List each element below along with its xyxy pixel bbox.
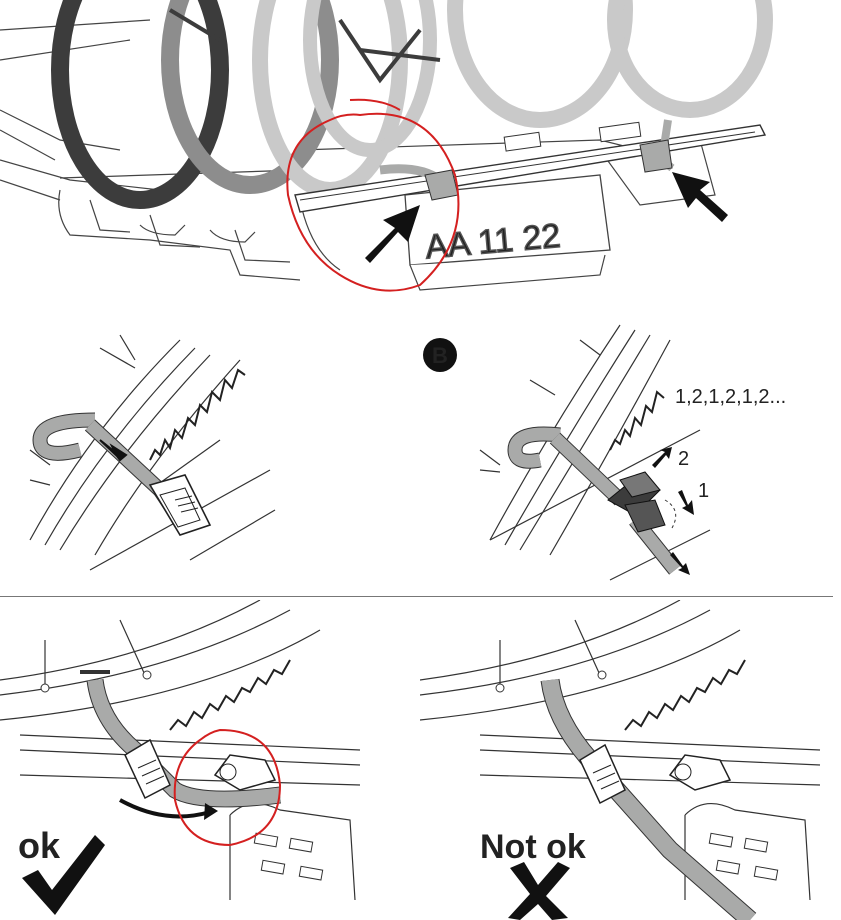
license-plate: AA 11 22 — [404, 174, 611, 267]
buckle — [579, 743, 626, 805]
section-divider — [0, 596, 833, 597]
strap-tighten-panel — [0, 300, 420, 590]
strap — [32, 412, 187, 525]
arrow-icon — [365, 205, 420, 263]
arrow-icon — [204, 803, 218, 820]
arrow-icon — [672, 172, 728, 222]
check-icon — [22, 835, 105, 915]
strap-buckle-right — [639, 119, 675, 173]
ratchet-illustration: B — [423, 324, 786, 581]
ok-example-illustration: ok — [0, 600, 361, 915]
arrow-label-2: 2 — [678, 448, 689, 470]
arrow-icon — [652, 447, 672, 468]
highlight-circle — [286, 98, 460, 292]
strap-clip — [213, 754, 277, 791]
step-badge: B — [423, 338, 457, 372]
not-ok-example-panel: Not ok — [420, 600, 841, 920]
strap — [540, 678, 757, 920]
ratchet-buckle — [607, 471, 677, 533]
arrow-icon — [99, 439, 128, 462]
not-ok-example-illustration: Not ok — [420, 600, 821, 920]
buckle — [148, 474, 212, 536]
arrow-icon — [670, 552, 690, 575]
ratchet-panel: B — [420, 300, 841, 590]
cross-icon — [508, 862, 570, 920]
strap-buckle-left — [379, 164, 459, 201]
strap-tighten-illustration — [29, 334, 276, 571]
arrow-icon — [678, 490, 694, 515]
not-ok-label: Not ok — [480, 828, 586, 866]
ok-example-panel: ok — [0, 600, 420, 920]
ok-label: ok — [18, 825, 61, 866]
highlight-circle — [173, 728, 282, 847]
rack-overview-illustration: AA 11 22 — [0, 0, 773, 292]
step-badge-text: B — [432, 343, 448, 368]
strap-clip — [668, 754, 732, 791]
sequence-text: 1,2,1,2,1,2... — [675, 386, 786, 408]
buckle — [124, 738, 171, 800]
rack-overview-panel: AA 11 22 — [0, 0, 841, 300]
arrow-label-1: 1 — [698, 480, 709, 502]
